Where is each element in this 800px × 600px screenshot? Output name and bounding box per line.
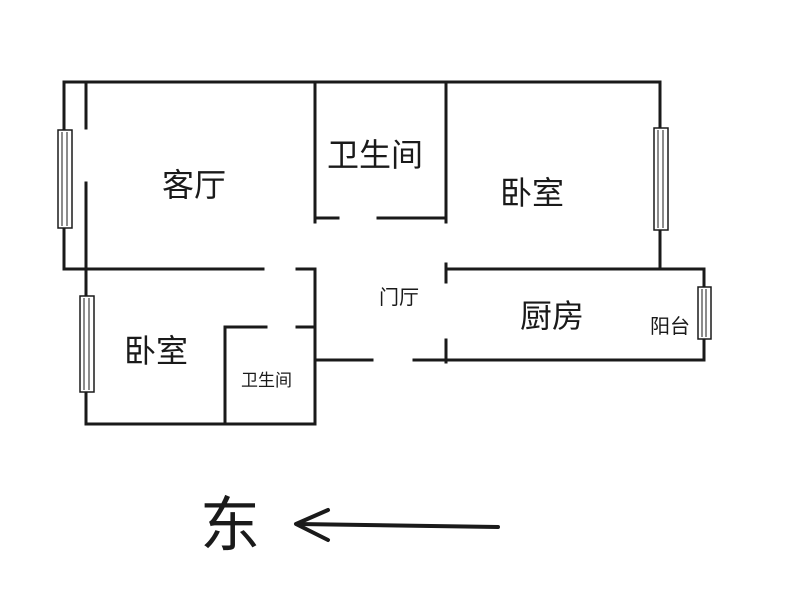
label-living-room: 客厅 xyxy=(162,166,226,204)
label-balcony: 阳台 xyxy=(650,314,690,338)
label-kitchen: 厨房 xyxy=(520,297,584,335)
window-bedroom-north-east xyxy=(653,127,669,231)
compass-direction-label: 东 xyxy=(200,491,260,561)
label-bathroom-main: 卫生间 xyxy=(327,136,423,174)
walls xyxy=(62,80,706,426)
label-bathroom-small: 卫生间 xyxy=(241,371,292,391)
window-balcony xyxy=(697,286,712,340)
window-living-west xyxy=(57,129,73,229)
label-bedroom-south: 卧室 xyxy=(124,332,188,370)
label-bedroom-north: 卧室 xyxy=(500,174,564,212)
arrow-left-icon xyxy=(294,508,500,542)
windows xyxy=(57,127,712,393)
window-bedroom-south-west xyxy=(79,295,95,393)
label-foyer: 门厅 xyxy=(379,285,419,309)
